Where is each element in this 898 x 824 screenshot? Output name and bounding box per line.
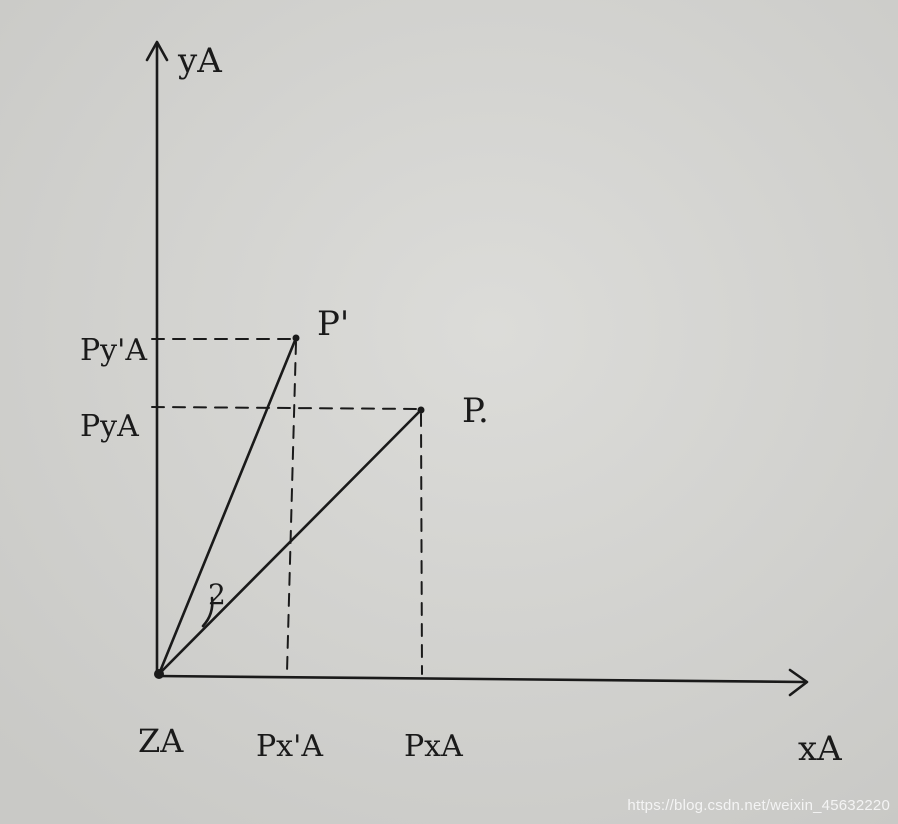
x-axis-arrowhead <box>788 668 809 697</box>
dash-py <box>151 406 422 410</box>
angle-label: 2 <box>208 578 226 611</box>
x-axis-label: xA <box>798 729 842 769</box>
point-p-prime-dot <box>292 334 300 342</box>
x-axis-line <box>155 674 807 684</box>
tick-label-py-prime: Py'A <box>80 333 147 368</box>
tick-label-py: PyA <box>80 409 139 444</box>
point-p-dot <box>417 406 425 414</box>
origin-point <box>154 669 164 679</box>
tick-label-px-prime: Px'A <box>256 729 323 764</box>
watermark-text: https://blog.csdn.net/weixin_45632220 <box>627 797 890 814</box>
point-p-prime-label: P' <box>317 304 349 344</box>
vector-p-prime <box>157 336 298 676</box>
dash-px <box>420 413 423 675</box>
tick-label-px: PxA <box>404 729 463 764</box>
y-axis-label: yA <box>177 41 222 81</box>
origin-label: ZA <box>138 722 184 760</box>
angle-arc <box>201 596 214 628</box>
dash-px-prime <box>286 341 297 673</box>
point-p-label: P. <box>462 391 489 431</box>
y-axis-arrowhead <box>145 40 169 62</box>
